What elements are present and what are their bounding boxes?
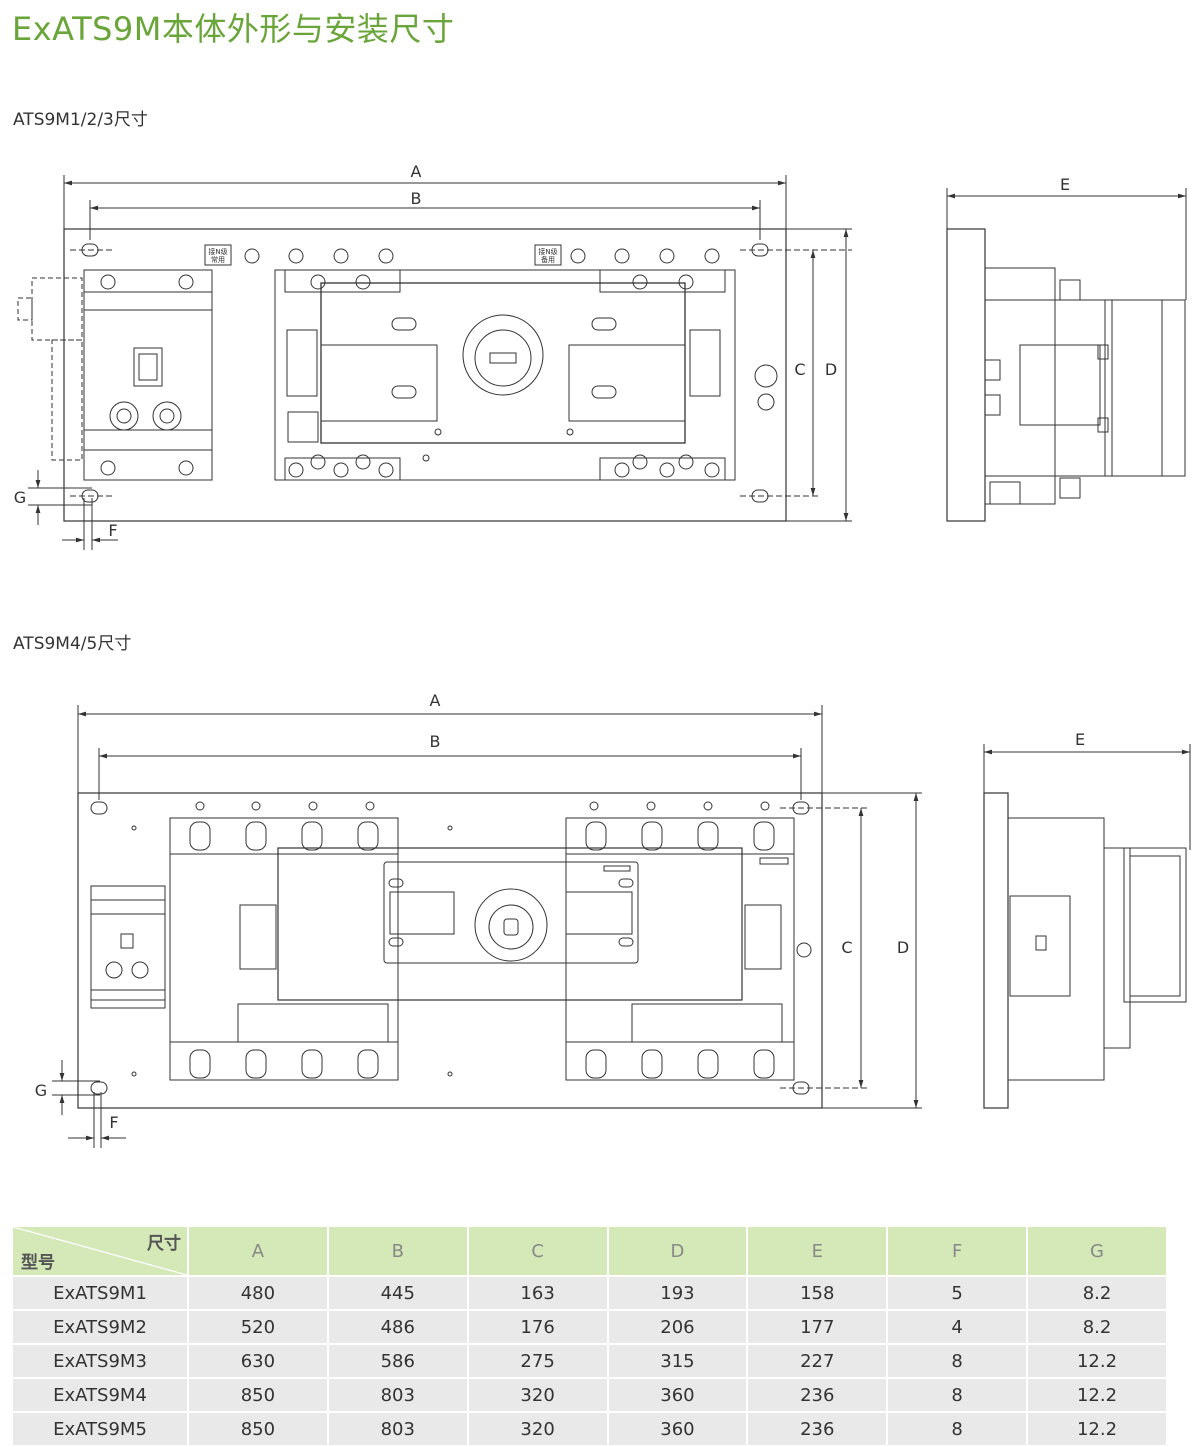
drawing2-side-view bbox=[983, 744, 1191, 1109]
value-cell: 163 bbox=[467, 1276, 609, 1311]
section-title-ats9m123: ATS9M1/2/3尺寸 bbox=[13, 110, 148, 130]
value-cell: 236 bbox=[747, 1378, 889, 1413]
value-cell: 12.2 bbox=[1027, 1378, 1168, 1413]
value-cell: 8.2 bbox=[1027, 1310, 1168, 1345]
value-cell: 320 bbox=[467, 1412, 609, 1447]
table-row: ExATS9M5 850 803 320 360 236 8 12.2 bbox=[13, 1412, 1168, 1447]
dim2-f-label: F bbox=[109, 1113, 118, 1132]
value-cell: 486 bbox=[327, 1310, 469, 1345]
value-cell: 8 bbox=[887, 1412, 1029, 1447]
value-cell: 803 bbox=[327, 1412, 469, 1447]
value-cell: 4 bbox=[887, 1310, 1029, 1345]
value-cell: 8 bbox=[887, 1378, 1029, 1413]
tag-right-line1: 接N级 bbox=[538, 247, 557, 256]
column-header: F bbox=[887, 1227, 1029, 1277]
model-cell: ExATS9M1 bbox=[13, 1276, 189, 1311]
value-cell: 8.2 bbox=[1027, 1276, 1168, 1311]
dim2-d-label: D bbox=[897, 938, 909, 957]
dim2-b-label: B bbox=[430, 732, 441, 751]
dim-a-label: A bbox=[411, 162, 422, 181]
value-cell: 8 bbox=[887, 1344, 1029, 1379]
dim-g-label: G bbox=[14, 488, 26, 507]
dimension-table: 尺寸 型号 A B C D E F G ExATS9M1 480 445 163… bbox=[13, 1227, 1168, 1447]
drawing2-dimension-labels: A B C D E F G bbox=[35, 691, 1085, 1132]
corner-label-dimension: 尺寸 bbox=[147, 1234, 181, 1254]
dim2-a-label: A bbox=[430, 691, 441, 710]
dim-d-label: D bbox=[825, 360, 837, 379]
value-cell: 360 bbox=[607, 1412, 749, 1447]
table-corner-cell: 尺寸 型号 bbox=[13, 1227, 189, 1277]
drawing1-front-view bbox=[17, 175, 852, 550]
model-cell: ExATS9M2 bbox=[13, 1310, 189, 1345]
value-cell: 480 bbox=[188, 1276, 329, 1311]
column-header: G bbox=[1027, 1227, 1168, 1277]
dim2-c-label: C bbox=[841, 938, 852, 957]
section-title-ats9m45: ATS9M4/5尺寸 bbox=[13, 634, 132, 654]
value-cell: 12.2 bbox=[1027, 1412, 1168, 1447]
drawing1-side-view bbox=[946, 188, 1187, 522]
value-cell: 12.2 bbox=[1027, 1344, 1168, 1379]
table-row: ExATS9M3 630 586 275 315 227 8 12.2 bbox=[13, 1344, 1168, 1379]
value-cell: 630 bbox=[188, 1344, 329, 1379]
drawing1-dimension-labels: A B C D E F G 接N级 常用 接N级 备用 bbox=[14, 162, 1070, 540]
value-cell: 158 bbox=[747, 1276, 889, 1311]
model-cell: ExATS9M4 bbox=[13, 1378, 189, 1413]
value-cell: 177 bbox=[747, 1310, 889, 1345]
dim-e-label: E bbox=[1060, 175, 1070, 194]
value-cell: 5 bbox=[887, 1276, 1029, 1311]
dim-b-label: B bbox=[411, 189, 422, 208]
dim-f-label: F bbox=[108, 521, 117, 540]
value-cell: 850 bbox=[188, 1412, 329, 1447]
value-cell: 236 bbox=[747, 1412, 889, 1447]
table-header-row: 尺寸 型号 A B C D E F G bbox=[13, 1227, 1168, 1277]
value-cell: 850 bbox=[188, 1378, 329, 1413]
tag-left-line2: 常用 bbox=[211, 255, 225, 264]
value-cell: 315 bbox=[607, 1344, 749, 1379]
value-cell: 445 bbox=[327, 1276, 469, 1311]
column-header: B bbox=[327, 1227, 469, 1277]
dim2-e-label: E bbox=[1075, 730, 1085, 749]
dim2-g-label: G bbox=[35, 1081, 47, 1100]
value-cell: 275 bbox=[467, 1344, 609, 1379]
column-header: E bbox=[747, 1227, 889, 1277]
dim-c-label: C bbox=[794, 360, 805, 379]
table-row: ExATS9M1 480 445 163 193 158 5 8.2 bbox=[13, 1276, 1168, 1311]
value-cell: 803 bbox=[327, 1378, 469, 1413]
page-title: ExATS9M本体外形与安装尺寸 bbox=[12, 10, 455, 48]
drawing2-front-view bbox=[52, 705, 922, 1148]
corner-diagonal bbox=[13, 1227, 187, 1275]
column-header: A bbox=[188, 1227, 329, 1277]
tag-left-line1: 接N级 bbox=[208, 247, 227, 256]
value-cell: 206 bbox=[607, 1310, 749, 1345]
table-row: ExATS9M4 850 803 320 360 236 8 12.2 bbox=[13, 1378, 1168, 1413]
value-cell: 520 bbox=[188, 1310, 329, 1345]
column-header: C bbox=[467, 1227, 609, 1277]
value-cell: 360 bbox=[607, 1378, 749, 1413]
value-cell: 586 bbox=[327, 1344, 469, 1379]
value-cell: 193 bbox=[607, 1276, 749, 1311]
corner-label-model: 型号 bbox=[21, 1253, 55, 1273]
value-cell: 227 bbox=[747, 1344, 889, 1379]
value-cell: 320 bbox=[467, 1378, 609, 1413]
model-cell: ExATS9M3 bbox=[13, 1344, 189, 1379]
tag-right-line2: 备用 bbox=[541, 255, 555, 264]
table-row: ExATS9M2 520 486 176 206 177 4 8.2 bbox=[13, 1310, 1168, 1345]
model-cell: ExATS9M5 bbox=[13, 1412, 189, 1447]
column-header: D bbox=[607, 1227, 749, 1277]
value-cell: 176 bbox=[467, 1310, 609, 1345]
